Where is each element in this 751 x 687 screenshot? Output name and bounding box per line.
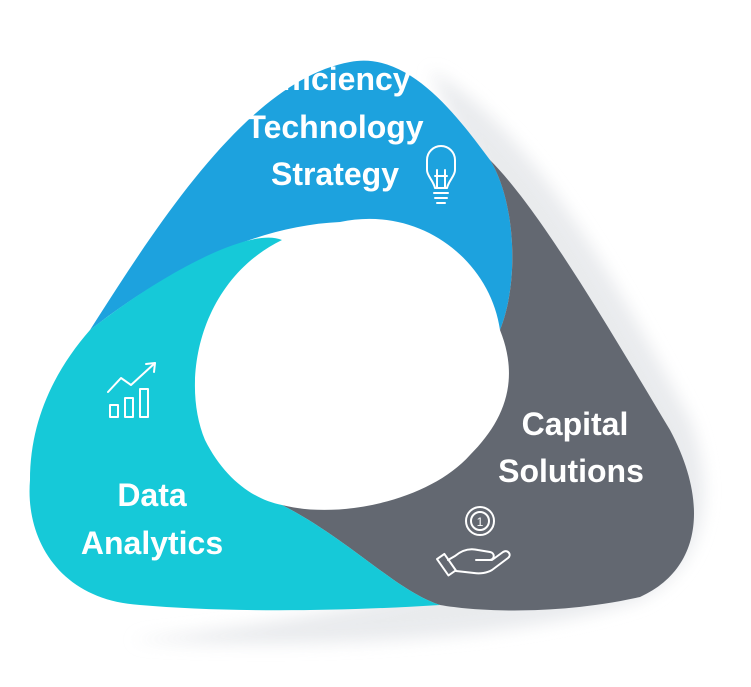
lightbulb-icon [426,145,456,204]
diagram-shadow [130,70,704,644]
segment-right-line-2: Solutions [498,453,644,489]
segment-left [29,237,440,611]
segment-right-line-1: Capital [522,406,629,442]
segment-top-line-1: Efficiency [259,61,410,97]
svg-text:1: 1 [477,515,484,529]
segment-right [282,160,694,611]
segment-top-line-3: Strategy [271,156,399,192]
coin-in-hand-icon: 1 [435,506,511,577]
segment-top [90,60,513,331]
segment-top-line-2: Technology [246,109,423,145]
growth-chart-icon [107,362,156,418]
segment-left-line-2: Analytics [81,525,223,561]
segment-left-line-1: Data [117,477,187,513]
